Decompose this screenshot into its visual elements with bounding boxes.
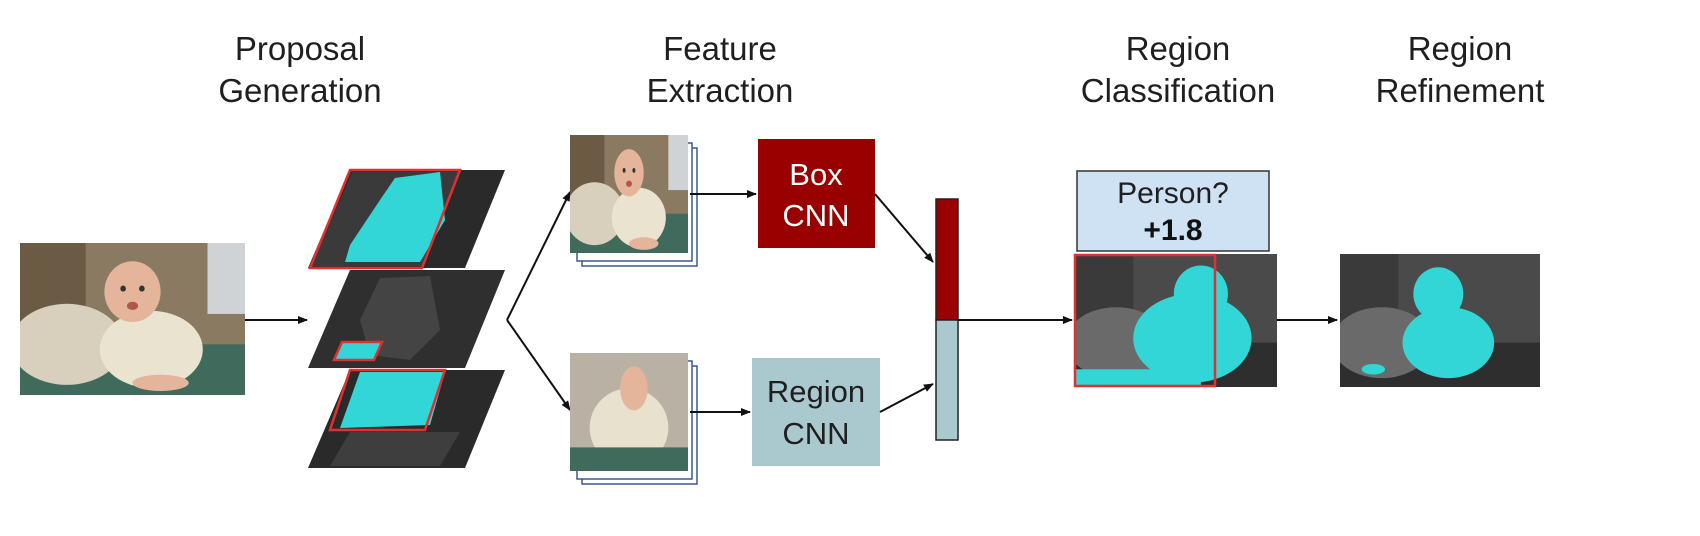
arrow-box-cnn-to-vector xyxy=(874,193,934,263)
refinement-image xyxy=(1340,254,1540,387)
stage-title-line: Generation xyxy=(218,72,382,109)
stage-title-line: Region xyxy=(1125,30,1231,67)
stage-title-feature-extraction: Feature Extraction xyxy=(620,28,820,112)
proposal-panel-top xyxy=(308,168,505,270)
region-crop-stack xyxy=(570,353,698,485)
stage-title-line: Feature xyxy=(663,30,777,67)
proposal-panel-bottom xyxy=(308,368,505,468)
stage-title-line: Extraction xyxy=(646,72,794,109)
score-value: +1.8 xyxy=(1143,214,1202,247)
stage-title-line: Proposal xyxy=(234,30,366,67)
stage-title-proposal-generation: Proposal Generation xyxy=(200,28,400,112)
region-cnn-label-line2: CNN xyxy=(782,416,849,451)
stage-title-region-classification: Region Classification xyxy=(1058,28,1298,112)
box-cnn-label-line1: Box xyxy=(789,157,843,192)
region-cnn-block: Region CNN xyxy=(752,358,880,466)
fork-line-lower xyxy=(506,319,571,411)
box-cnn-block: Box CNN xyxy=(758,139,875,248)
stage-title-region-refinement: Region Refinement xyxy=(1350,28,1570,112)
proposal-panel-middle xyxy=(308,270,505,368)
region-cnn-label-line1: Region xyxy=(767,374,865,409)
box-crop-stack xyxy=(570,135,698,267)
stage-title-line: Refinement xyxy=(1375,72,1545,109)
score-question: Person? xyxy=(1117,177,1229,210)
stage-title-line: Region xyxy=(1407,30,1513,67)
fork-line-upper xyxy=(506,191,571,321)
feature-vector xyxy=(935,198,959,441)
box-cnn-label-line2: CNN xyxy=(782,198,849,233)
score-box: Person? +1.8 xyxy=(1076,170,1270,252)
arrow-region-cnn-to-vector xyxy=(879,383,934,413)
stage-title-line: Classification xyxy=(1080,72,1276,109)
classification-image xyxy=(1073,253,1277,388)
input-image xyxy=(20,243,245,395)
